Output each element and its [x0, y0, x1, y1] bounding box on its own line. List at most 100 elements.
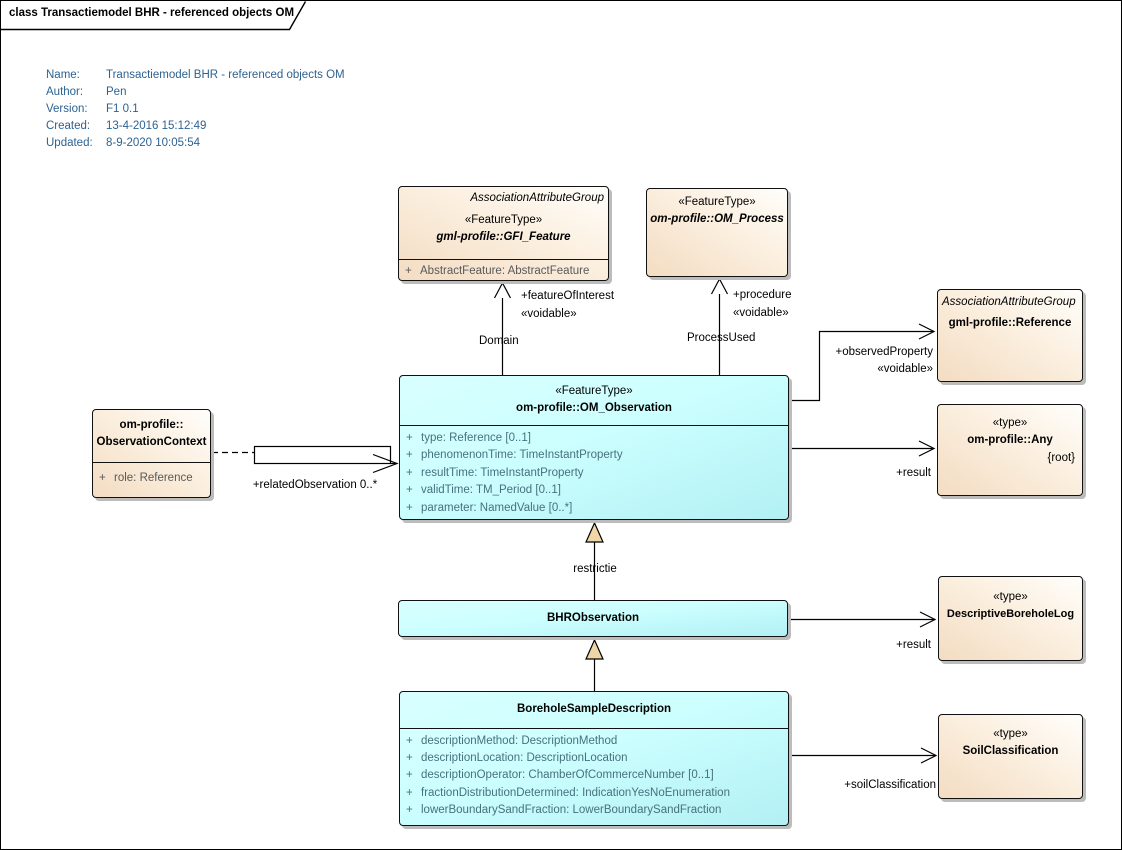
- attribute-text: resultTime: TimeInstantProperty: [421, 466, 584, 479]
- metadata-label: Version:: [46, 103, 88, 115]
- connector-soil-classification[interactable]: [789, 747, 938, 764]
- class-soil-classification[interactable]: «type» SoilClassification: [938, 714, 1083, 799]
- metadata-row: Version: F1 0.1: [46, 101, 345, 118]
- open-arrowhead-icon: [493, 281, 512, 299]
- class-headline: AssociationAttributeGroup: [942, 296, 1076, 308]
- diagram-tab-outline: [1, 1, 307, 31]
- attribute: + descriptionLocation: DescriptionLocati…: [400, 749, 788, 766]
- open-arrowhead-icon: [918, 323, 936, 340]
- label-processused: ProcessUsed: [687, 332, 756, 344]
- metadata-row: Name: Transactiemodel BHR - referenced o…: [46, 67, 345, 84]
- visibility-plus: +: [406, 804, 413, 817]
- metadata-value: Transactiemodel BHR - referenced objects…: [106, 69, 345, 81]
- class-name: om-profile::OM_Observation: [516, 402, 672, 414]
- visibility-plus: +: [406, 484, 413, 497]
- label-related-observation: +relatedObservation 0..*: [252, 479, 378, 491]
- compartment-divider: [400, 728, 788, 729]
- class-name: om-profile::Any: [967, 434, 1053, 446]
- class-gfi-feature[interactable]: AssociationAttributeGroup «FeatureType» …: [398, 186, 609, 281]
- label-observed-property-role: +observedProperty: [835, 346, 934, 358]
- metadata-row: Created: 13-4-2016 15:12:49: [46, 118, 345, 135]
- attribute: + descriptionOperator: ChamberOfCommerce…: [400, 767, 788, 784]
- class-name: om-profile::OM_Process: [650, 213, 784, 225]
- visibility-plus: +: [406, 786, 413, 799]
- class-descriptive-borehole-log[interactable]: «type» DescriptiveBoreholeLog: [938, 576, 1083, 661]
- label-procedure-stereotype: «voidable»: [733, 307, 789, 319]
- diagram-metadata: Name: Transactiemodel BHR - referenced o…: [46, 67, 345, 152]
- class-stereotype: «FeatureType»: [555, 385, 633, 397]
- metadata-value: 8-9-2020 10:05:54: [106, 137, 200, 149]
- attribute-text: role: Reference: [114, 472, 193, 484]
- metadata-value: 13-4-2016 15:12:49: [106, 120, 207, 132]
- attribute-text: validTime: TM_Period [0..1]: [421, 484, 561, 497]
- class-reference[interactable]: AssociationAttributeGroup gml-profile::R…: [937, 289, 1083, 382]
- attribute-text: parameter: NamedValue [0..*]: [421, 501, 573, 514]
- open-arrowhead-icon: [918, 440, 936, 457]
- label-domain: Domain: [479, 335, 519, 347]
- class-name: gml-profile::Reference: [948, 317, 1072, 329]
- connector-result-any[interactable]: [789, 440, 936, 457]
- attribute-compartment: + descriptionMethod: DescriptionMethod +…: [400, 732, 788, 819]
- class-borehole-sample-description[interactable]: BoreholeSampleDescription + descriptionM…: [399, 691, 789, 826]
- attribute: + phenomenonTime: TimeInstantProperty: [400, 447, 788, 465]
- connector-sample-generalization[interactable]: [585, 638, 604, 691]
- class-stereotype: «FeatureType»: [464, 214, 543, 226]
- connector-restrictie-generalization[interactable]: [585, 521, 604, 600]
- metadata-label: Author:: [46, 86, 84, 98]
- attribute-text: descriptionOperator: ChamberOfCommerceNu…: [421, 769, 714, 782]
- label-feature-of-interest-stereotype: «voidable»: [521, 308, 577, 320]
- label-result-any: +result: [896, 467, 931, 479]
- label-soil-classification: +soilClassification: [844, 779, 936, 791]
- attribute-text: phenomenonTime: TimeInstantProperty: [421, 449, 623, 462]
- class-name: BHRObservation: [546, 612, 640, 624]
- class-constraint: {root}: [1047, 452, 1076, 464]
- label-procedure-role: +procedure: [733, 289, 792, 301]
- visibility-plus: +: [406, 752, 413, 765]
- class-bhr-observation[interactable]: BHRObservation: [398, 600, 788, 637]
- compartment-divider: [399, 259, 608, 260]
- class-name-line1: om-profile::: [119, 419, 184, 431]
- open-arrowhead-icon: [920, 747, 938, 764]
- class-any[interactable]: «type» om-profile::Any {root}: [937, 404, 1083, 496]
- connector-result-log[interactable]: [788, 611, 937, 628]
- label-restrictie: restrictie: [573, 563, 617, 575]
- attribute-compartment: + AbstractFeature: AbstractFeature: [399, 260, 608, 280]
- generalization-triangle-icon: [585, 638, 604, 660]
- open-arrowhead-icon: [372, 453, 399, 474]
- visibility-plus: +: [406, 769, 413, 782]
- attribute-compartment: + role: Reference: [93, 463, 210, 493]
- metadata-label: Updated:: [46, 137, 93, 149]
- compartment-divider: [93, 462, 210, 463]
- metadata-value: F1 0.1: [106, 103, 139, 115]
- visibility-plus: +: [406, 449, 413, 462]
- metadata-label: Name:: [46, 69, 80, 81]
- attribute: + AbstractFeature: AbstractFeature: [399, 260, 608, 280]
- attribute: + descriptionMethod: DescriptionMethod: [400, 732, 788, 749]
- compartment-divider: [400, 425, 788, 426]
- class-om-observation[interactable]: «FeatureType» om-profile::OM_Observation…: [399, 375, 789, 520]
- connector-observed-property[interactable]: [789, 323, 936, 402]
- visibility-plus: +: [406, 466, 413, 479]
- attribute-compartment: + type: Reference [0..1] + phenomenonTim…: [400, 429, 788, 517]
- attribute: + resultTime: TimeInstantProperty: [400, 464, 788, 482]
- connector-related-observation[interactable]: [212, 445, 399, 474]
- class-headline: AssociationAttributeGroup: [470, 192, 604, 204]
- attribute-text: descriptionLocation: DescriptionLocation: [421, 752, 628, 765]
- class-observation-context[interactable]: om-profile:: ObservationContext + role: …: [92, 409, 211, 498]
- class-om-process[interactable]: «FeatureType» om-profile::OM_Process: [646, 188, 788, 277]
- class-name: SoilClassification: [962, 745, 1059, 757]
- attribute: + fractionDistributionDetermined: Indica…: [400, 784, 788, 801]
- attribute: + type: Reference [0..1]: [400, 429, 788, 447]
- attribute: + parameter: NamedValue [0..*]: [400, 499, 788, 517]
- visibility-plus: +: [406, 734, 413, 747]
- attribute-text: fractionDistributionDetermined: Indicati…: [421, 786, 730, 799]
- metadata-row: Author: Pen: [46, 84, 345, 101]
- visibility-plus: +: [406, 431, 413, 444]
- connector-processused[interactable]: [710, 277, 729, 375]
- connector-domain[interactable]: [493, 281, 512, 375]
- open-arrowhead-icon: [710, 277, 729, 295]
- visibility-plus: +: [405, 264, 412, 277]
- class-stereotype: «type»: [993, 728, 1028, 740]
